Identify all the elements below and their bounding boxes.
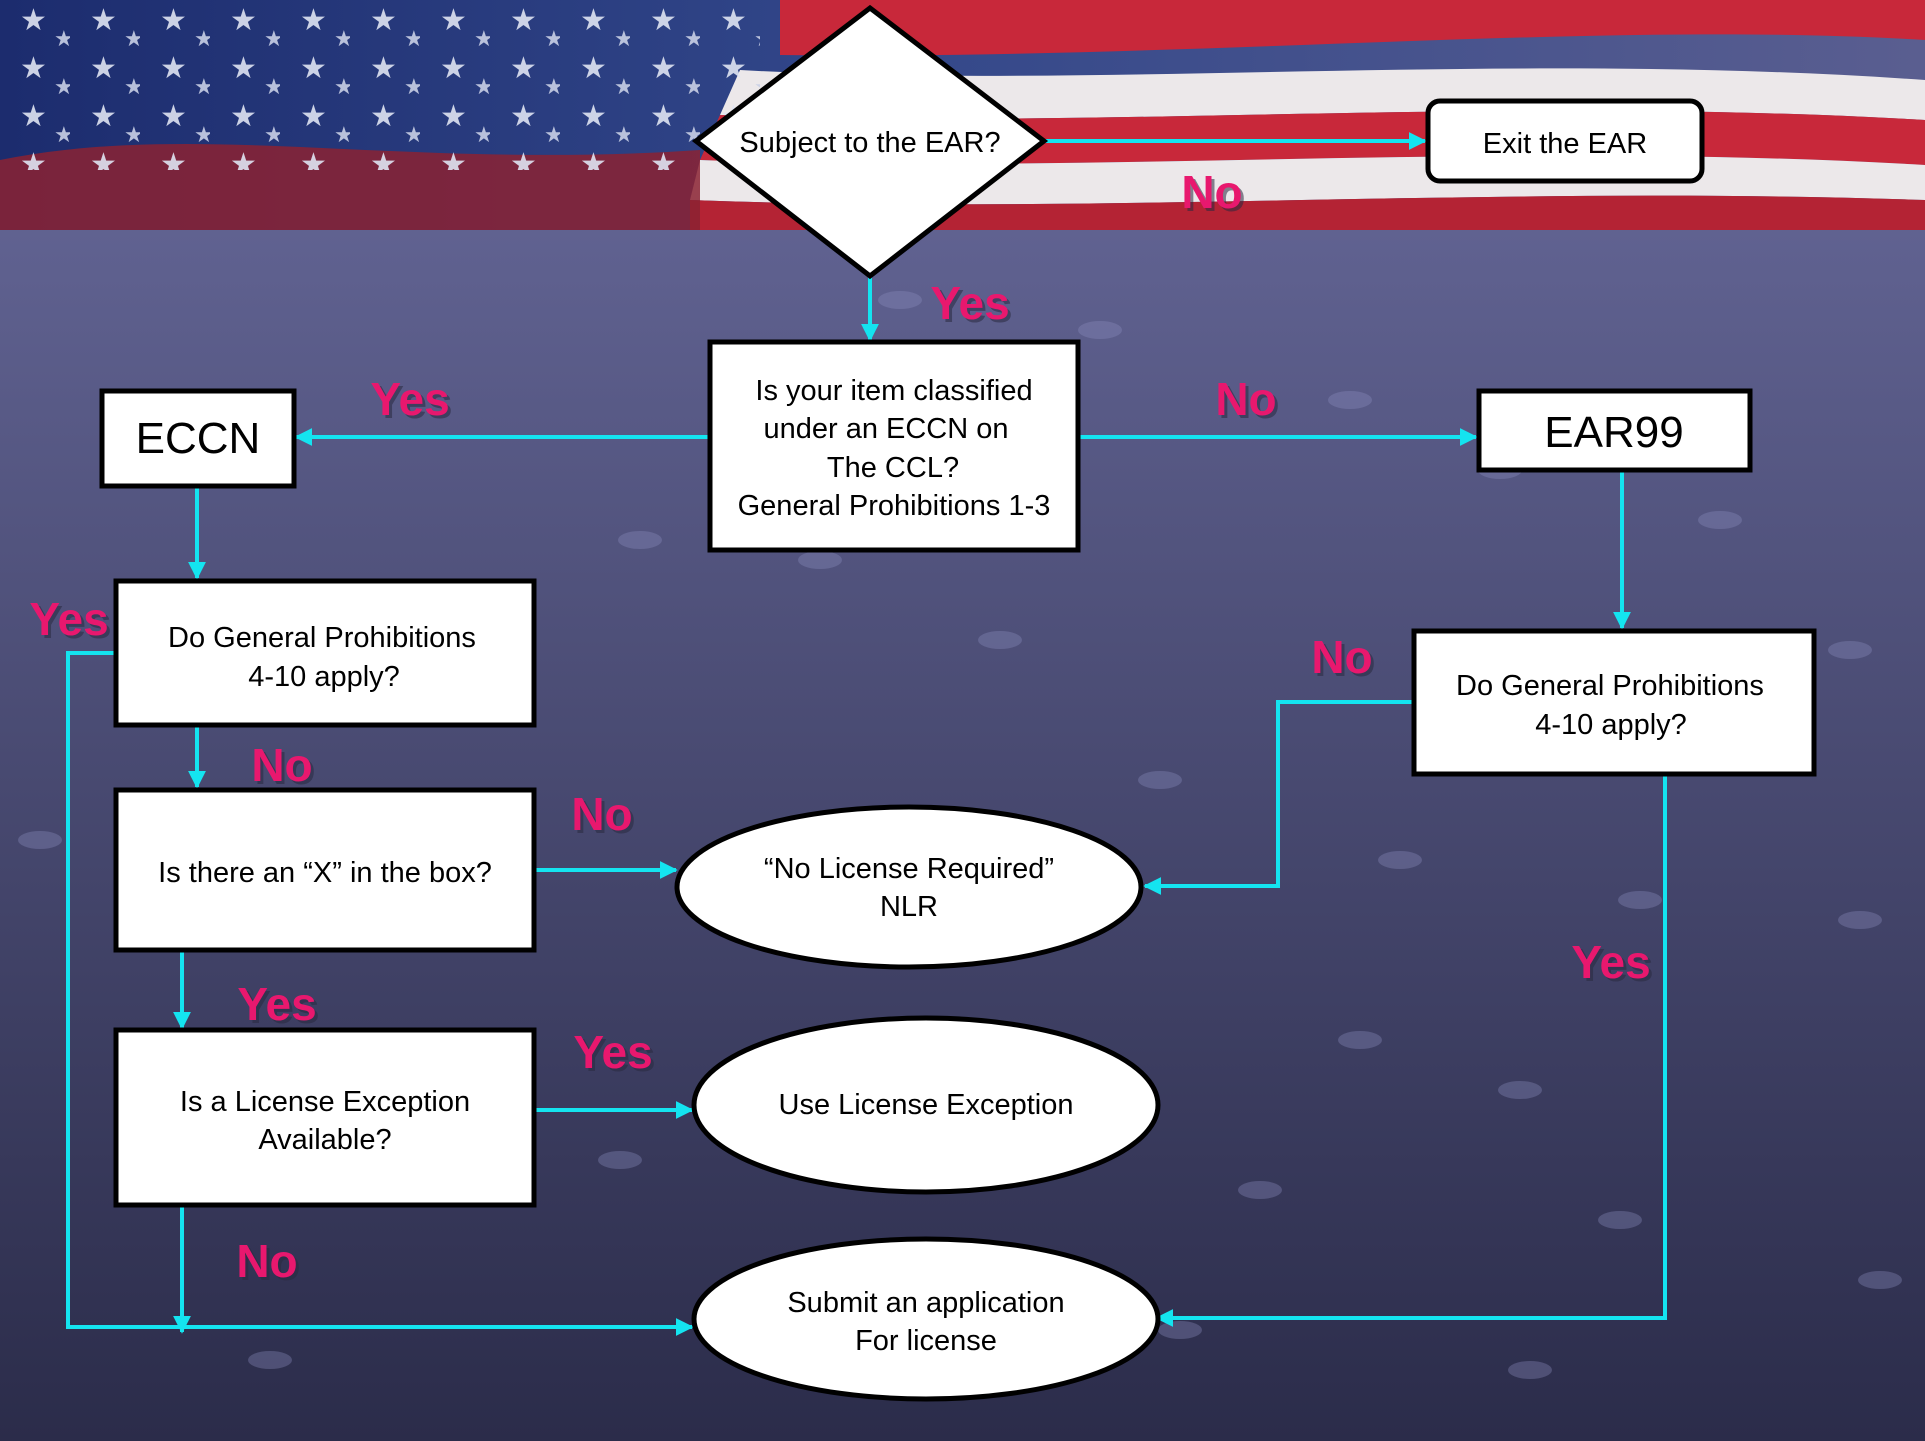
label-xbox-no-shadow: No [574,791,635,843]
edge-gpleft-submit [66,651,694,1336]
classified-line-4: General Prohibitions 1-3 [738,490,1051,522]
label-gpleft-yes: Yes [29,593,108,645]
label-classified-yes-shadow: Yes [373,376,452,428]
gp-left-line-1: Do General Prohibitions [168,622,476,654]
terminal-exit-ear: Exit the EAR [1425,98,1705,184]
decision-gp-left: Do General Prohibitions 4-10 apply? [113,578,537,728]
label-gpright-no: No [1311,631,1372,683]
label-gpright-yes: Yes [1571,936,1650,988]
label-subject-yes: Yes [930,277,1009,329]
process-eccn: ECCN [99,388,297,489]
label-exception-no: No [236,1235,297,1287]
label-gpright-yes-shadow: Yes [1574,939,1653,991]
label-exception-no-shadow: No [239,1238,300,1290]
decision-license-exception: Is a License Exception Available? [113,1027,537,1208]
terminal-use-exception: Use License Exception [691,1015,1161,1195]
xbox-label: Is there an “X” in the box? [158,857,492,889]
label-subject-yes-shadow: Yes [933,280,1012,332]
nlr-line-2: NLR [880,891,938,923]
use-exception-label: Use License Exception [779,1089,1074,1121]
decision-subject-to-ear: Subject to the EAR? [691,4,1049,280]
decision-x-in-box: Is there an “X” in the box? [113,787,537,953]
label-gpleft-no: No [251,739,312,791]
ear99-label: EAR99 [1544,408,1683,457]
label-exception-yes: Yes [573,1026,652,1078]
label-subject-no: No [1181,166,1242,218]
nlr-line-1: “No License Required” [764,853,1054,885]
label-classified-no: No [1215,373,1276,425]
label-gpleft-yes-shadow: Yes [32,596,111,648]
label-subject-no-shadow: No [1184,169,1245,221]
label-exception-yes-shadow: Yes [576,1029,655,1081]
label-gpright-no-shadow: No [1314,634,1375,686]
classified-line-3: The CCL? [827,452,959,484]
gp-left-line-2: 4-10 apply? [248,661,400,693]
gp-right-line-1: Do General Prohibitions [1456,670,1764,702]
exception-line-2: Available? [258,1124,391,1156]
terminal-submit-application: Submit an application For license [691,1236,1161,1402]
decision-gp-right: Do General Prohibitions 4-10 apply? [1411,628,1817,777]
classified-line-2: under an ECCN on [763,413,1008,445]
decision-subject-label: Subject to the EAR? [739,127,1000,159]
classified-line-1: Is your item classified [755,375,1032,407]
process-classified-ccl: Is your item classified under an ECCN on… [707,339,1081,553]
edge-gpright-nlr [1143,700,1412,895]
label-gpleft-no-shadow: No [254,742,315,794]
exit-label: Exit the EAR [1483,128,1647,160]
background-dots [18,291,1902,1379]
label-xbox-no: No [571,788,632,840]
submit-line-1: Submit an application [787,1287,1064,1319]
exception-line-1: Is a License Exception [180,1086,470,1118]
label-xbox-yes: Yes [237,978,316,1030]
gp-right-line-2: 4-10 apply? [1535,709,1687,741]
label-classified-no-shadow: No [1218,376,1279,428]
submit-line-2: For license [855,1325,997,1357]
terminal-nlr: “No License Required” NLR [674,804,1144,970]
edge-labels: No No Yes Yes Yes Yes No No Yes Yes No N… [29,166,1653,1290]
label-classified-yes: Yes [370,373,449,425]
label-xbox-yes-shadow: Yes [240,981,319,1033]
process-ear99: EAR99 [1476,388,1753,473]
eccn-label: ECCN [136,414,261,463]
